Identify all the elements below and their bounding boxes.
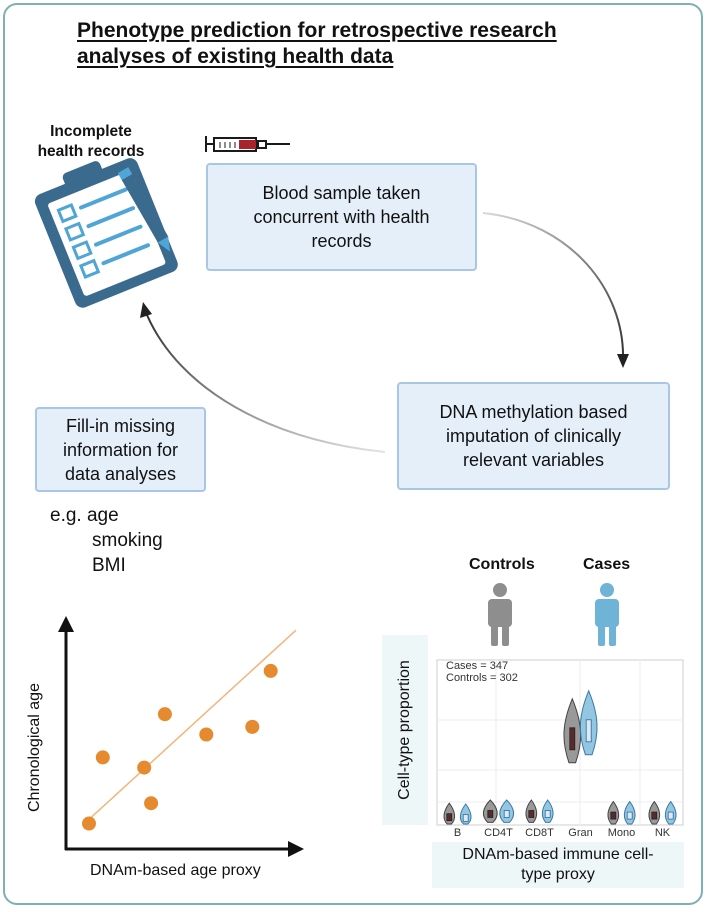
arrow-head-down: [617, 354, 629, 368]
scatter-trendline: [83, 629, 297, 825]
blood-box-line-3: records: [311, 231, 372, 251]
scatter-x-arrowhead: [288, 841, 304, 857]
dna-methylation-box: DNA methylation based imputation of clin…: [397, 382, 670, 490]
example-age: e.g. age: [50, 505, 119, 526]
scatter-point-7: [245, 719, 260, 734]
arrow-blood-to-dna: [482, 212, 625, 361]
scatter-point-2: [95, 750, 110, 765]
box-controls-cd4t: [487, 810, 494, 818]
violin-x-label-box: DNAm-based immune cell- type proxy: [432, 842, 684, 888]
outer-frame: [3, 3, 703, 905]
box-controls-mono: [610, 811, 617, 820]
box-cases-b: [462, 814, 469, 822]
violin-x-label-line-2: type proxy: [521, 866, 595, 883]
arrow-head-up: [140, 302, 152, 318]
fill-in-box: Fill-in missing information for data ana…: [35, 407, 206, 492]
box-controls-gran: [569, 727, 576, 751]
box-cases-cd8t: [544, 810, 551, 818]
violin-tick-nk: NK: [654, 827, 671, 839]
box-cases-mono: [626, 811, 633, 820]
dna-box-line-2: imputation of clinically: [445, 426, 622, 446]
violin-x-label-line-1: DNAm-based immune cell-: [462, 846, 654, 863]
example-smoking: smoking: [92, 530, 163, 551]
scatter-x-label: DNAm-based age proxy: [90, 862, 261, 879]
title-line-1: Phenotype prediction for retrospective r…: [77, 19, 557, 42]
person-controls-icon: [488, 583, 512, 646]
violin-tick-cd4t: CD4T: [484, 827, 513, 839]
box-controls-nk: [651, 811, 658, 820]
records-label-line-1: Incomplete: [50, 123, 132, 140]
violin-tick-gran: Gran: [568, 827, 593, 839]
box-controls-b: [446, 813, 453, 822]
examples-list: e.g. age smoking BMI: [50, 503, 163, 578]
fill-box-line-1: Fill-in missing: [65, 415, 175, 436]
blood-box-line-2: concurrent with health: [253, 207, 430, 227]
violin-tick-cd8t: CD8T: [525, 827, 554, 839]
dna-box-line-1: DNA methylation based: [439, 402, 628, 422]
cases-label: Cases: [583, 556, 631, 573]
example-bmi: BMI: [92, 555, 126, 576]
violin-n-labels: Cases = 347 Controls = 302: [446, 660, 518, 684]
title-line-2: analyses of existing health data: [77, 45, 394, 68]
scatter-y-arrowhead: [58, 616, 74, 632]
scatter-point-8: [263, 663, 278, 678]
records-label: Incomplete health records: [30, 122, 152, 162]
box-cases-gran: [585, 719, 592, 743]
scatter-point-5: [157, 707, 172, 722]
page-title: Phenotype prediction for retrospective r…: [77, 18, 557, 70]
violin-y-label-box: Cell-type proportion: [382, 635, 428, 825]
person-cases-icon: [595, 583, 619, 646]
scatter-point-1: [82, 816, 96, 831]
arrow-dna-to-records: [146, 314, 386, 453]
violin-tick-mono: Mono: [607, 827, 636, 839]
blood-sample-box: Blood sample taken concurrent with healt…: [206, 163, 477, 271]
controls-label: Controls: [469, 556, 535, 573]
controls-n-label: Controls = 302: [446, 672, 518, 684]
box-controls-cd8t: [528, 810, 535, 818]
violin-gridlines: [437, 660, 683, 825]
records-label-line-2: health records: [37, 143, 145, 160]
scatter-point-3: [137, 760, 152, 775]
violin-plot-area: [436, 659, 684, 826]
fill-box-line-3: data analyses: [64, 463, 177, 484]
scatter-point-4: [144, 796, 159, 811]
blood-box-line-1: Blood sample taken: [262, 183, 421, 203]
dna-box-line-3: relevant variables: [462, 450, 605, 470]
box-cases-nk: [667, 811, 674, 820]
box-cases-cd4t: [503, 810, 510, 818]
violin-tick-b: B: [453, 827, 462, 839]
cases-n-label: Cases = 347: [446, 660, 509, 672]
scatter-point-6: [199, 727, 214, 742]
fill-box-line-2: information for: [62, 439, 179, 460]
